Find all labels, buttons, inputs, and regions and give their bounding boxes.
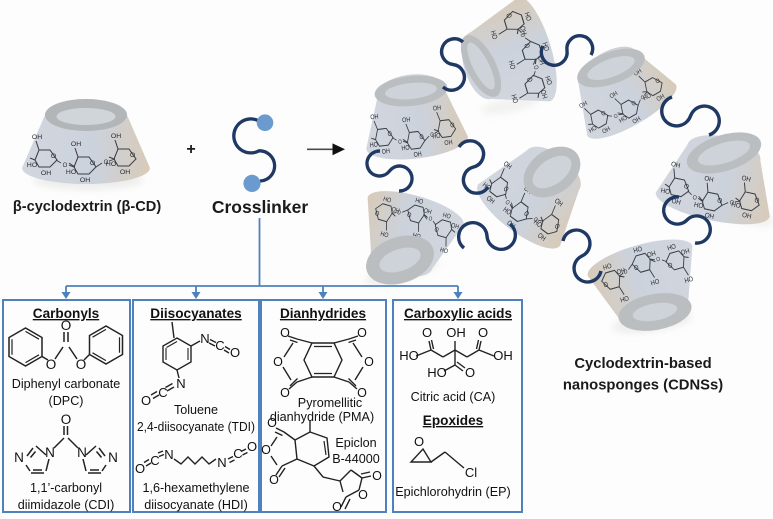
svg-text:β-cyclodextrin (β-CD): β-cyclodextrin (β-CD) — [13, 199, 162, 215]
svg-text:O: O — [141, 393, 151, 408]
svg-text:N: N — [200, 331, 209, 346]
svg-text:Carboxylic acids: Carboxylic acids — [404, 306, 512, 321]
svg-text:Citric acid (CA): Citric acid (CA) — [411, 390, 496, 404]
svg-text:O: O — [267, 416, 277, 430]
svg-text:N: N — [77, 445, 87, 460]
svg-text:O: O — [46, 357, 57, 372]
svg-text:Crosslinker: Crosslinker — [212, 197, 308, 217]
svg-text:C: C — [233, 446, 242, 461]
svg-text:HO: HO — [399, 348, 419, 363]
svg-text:C: C — [215, 338, 224, 353]
svg-text:O: O — [269, 473, 279, 487]
svg-text:B-44000: B-44000 — [332, 452, 380, 466]
svg-text:C: C — [150, 453, 159, 468]
svg-text:N: N — [108, 450, 118, 465]
svg-text:O: O — [61, 412, 72, 427]
svg-text:O: O — [358, 488, 368, 502]
svg-text:1,6-hexamethylene: 1,6-hexamethylene — [142, 481, 249, 495]
svg-text:1,1’-carbonyl: 1,1’-carbonyl — [30, 481, 102, 495]
svg-text:O: O — [247, 439, 257, 454]
svg-text:Carbonyls: Carbonyls — [33, 306, 99, 321]
svg-text:O: O — [364, 355, 374, 369]
svg-text:O: O — [414, 434, 424, 449]
svg-text:O: O — [76, 357, 87, 372]
svg-text:N: N — [14, 450, 24, 465]
svg-text:N: N — [164, 447, 173, 462]
svg-text:Cl: Cl — [465, 465, 477, 480]
svg-text:Diisocyanates: Diisocyanates — [150, 306, 241, 321]
svg-text:Pyromellitic: Pyromellitic — [298, 396, 362, 410]
svg-text:nanosponges (CDNSs): nanosponges (CDNSs) — [563, 378, 723, 394]
svg-text:O: O — [478, 325, 488, 340]
svg-text:OH: OH — [446, 325, 466, 340]
svg-text:C: C — [158, 385, 167, 400]
svg-text:+: + — [186, 141, 195, 158]
svg-text:N: N — [176, 376, 185, 391]
svg-text:Epichlorohydrin (EP): Epichlorohydrin (EP) — [395, 485, 511, 499]
svg-text:O: O — [422, 325, 432, 340]
svg-text:diisocyanate (HDI): diisocyanate (HDI) — [144, 498, 248, 512]
svg-text:Dianhydrides: Dianhydrides — [280, 306, 366, 321]
svg-text:dianhydride (PMA): dianhydride (PMA) — [270, 410, 374, 424]
svg-text:Diphenyl carbonate: Diphenyl carbonate — [12, 377, 121, 391]
svg-text:Cyclodextrin-based: Cyclodextrin-based — [574, 356, 711, 372]
svg-text:O: O — [230, 345, 240, 360]
svg-text:O: O — [61, 318, 72, 333]
svg-text:O: O — [280, 386, 290, 400]
svg-text:O: O — [135, 461, 145, 476]
svg-text:O: O — [372, 469, 382, 483]
svg-text:O: O — [261, 443, 271, 457]
svg-text:Toluene: Toluene — [174, 403, 218, 417]
svg-text:(DPC): (DPC) — [49, 394, 84, 408]
svg-text:O: O — [465, 365, 475, 380]
svg-text:O: O — [357, 326, 367, 340]
svg-text:2,4-diisocyanate (TDI): 2,4-diisocyanate (TDI) — [137, 420, 255, 434]
svg-text:HO: HO — [427, 365, 447, 380]
svg-text:N: N — [217, 455, 226, 470]
svg-text:O: O — [332, 500, 342, 514]
svg-text:Epoxides: Epoxides — [423, 413, 483, 428]
svg-text:N: N — [45, 445, 55, 460]
svg-text:OH: OH — [493, 348, 513, 363]
svg-text:O: O — [357, 386, 367, 400]
svg-text:O: O — [280, 326, 290, 340]
svg-text:Epiclon: Epiclon — [335, 436, 376, 450]
svg-text:diimidazole (CDI): diimidazole (CDI) — [18, 498, 115, 512]
svg-text:O: O — [273, 355, 283, 369]
